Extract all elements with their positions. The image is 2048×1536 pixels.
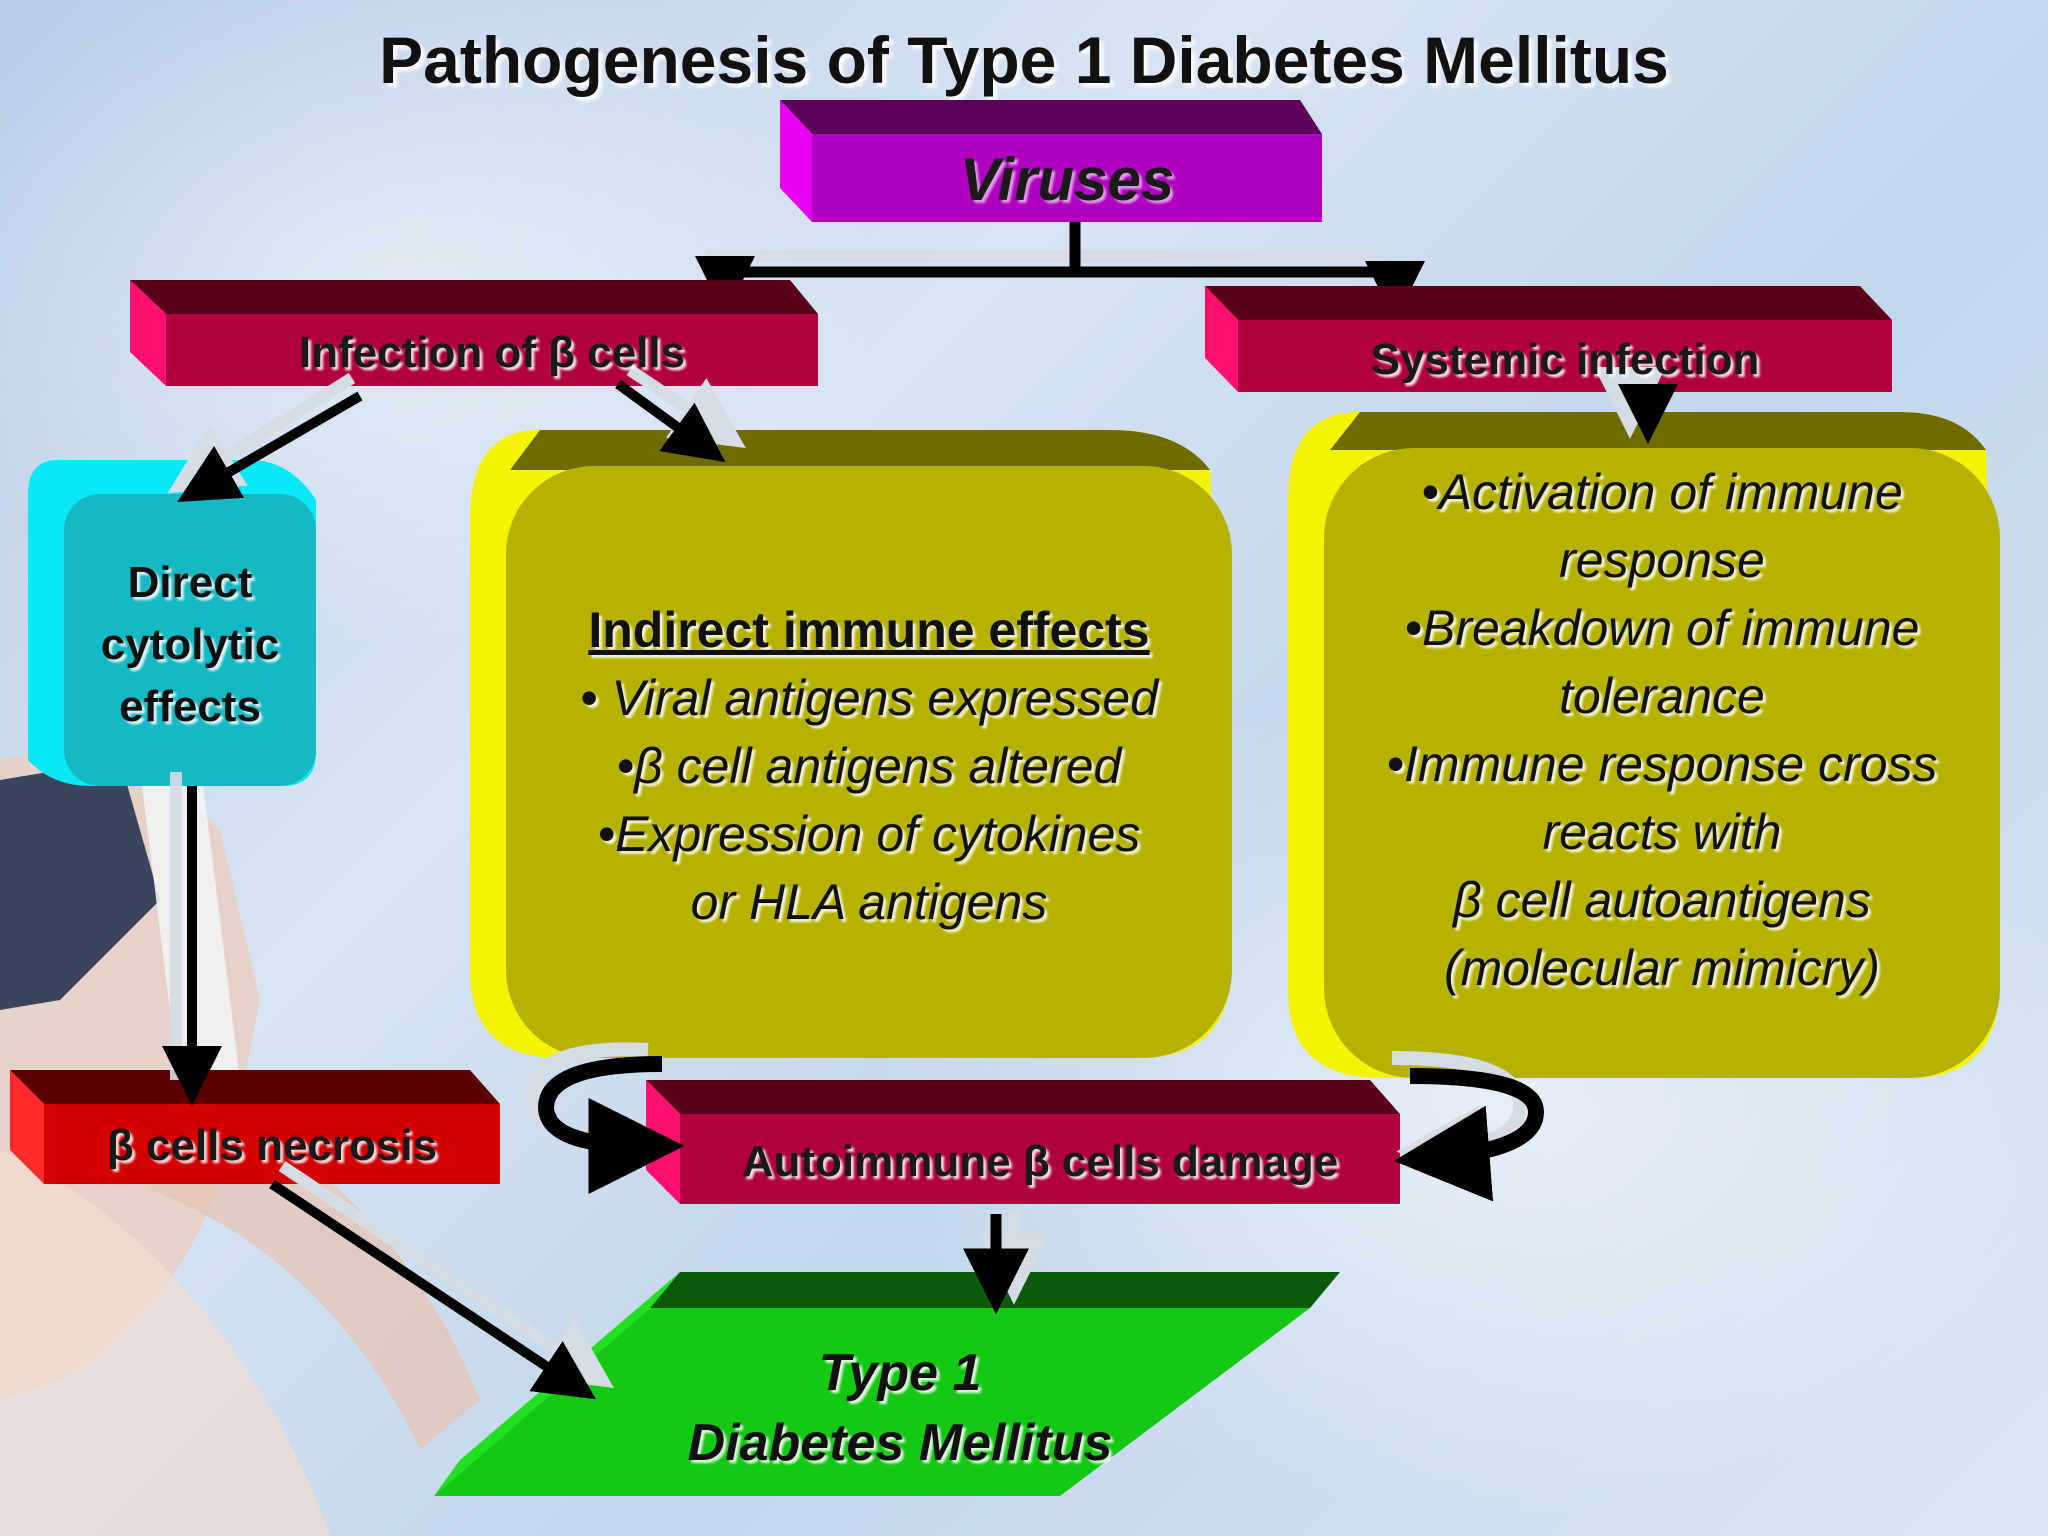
immune-line-1: •Activation of immune (1421, 464, 1903, 520)
arrow-systemic-to-immune (1594, 366, 1678, 444)
node-infection: Infection of β cells (298, 328, 686, 377)
indirect-box (470, 430, 1232, 1058)
node-systemic: Systemic infection (1370, 335, 1760, 384)
arrow-indirect-to-autoimmune (522, 1042, 685, 1194)
immune-line-5: •Immune response cross (1386, 736, 1938, 792)
page-title: Pathogenesis of Type 1 Diabetes Mellitus (379, 23, 1669, 97)
node-viruses: Viruses (959, 146, 1175, 213)
immune-line-6: reacts with (1542, 804, 1782, 860)
node-autoimmune: Autoimmune β cells damage (741, 1137, 1339, 1186)
result-line-1: Type 1 (818, 1344, 982, 1402)
arrow-direct-to-necrosis (162, 772, 222, 1106)
systemic-box (1205, 286, 1892, 392)
viruses-connector (695, 222, 1425, 321)
direct-line-1: Direct (127, 558, 253, 607)
immune-line-8: (molecular mimicry) (1443, 940, 1881, 996)
node-direct: Direct cytolytic effects (64, 552, 316, 738)
autoimmune-box (646, 1080, 1400, 1204)
arrow-necrosis-to-result (269, 1161, 614, 1400)
immune-line-4: tolerance (1559, 668, 1765, 724)
node-necrosis: β cells necrosis (106, 1121, 438, 1170)
direct-line-3: effects (119, 682, 261, 731)
indirect-line-3: •Expression of cytokines (597, 806, 1141, 862)
arrow-infection-to-indirect (615, 365, 746, 463)
immune-line-7: β cell autoantigens (1453, 872, 1871, 928)
result-line-2: Diabetes Mellitus (687, 1414, 1113, 1472)
viruses-box (780, 100, 1322, 222)
immune-box (1288, 412, 2000, 1078)
node-indirect: Indirect immune effects • Viral antigens… (506, 596, 1232, 936)
indirect-line-4: or HLA antigens (690, 874, 1048, 930)
arrow-immune-to-autoimmune (1391, 1051, 1545, 1202)
arrow-autoimmune-to-result (963, 1210, 1050, 1315)
node-result: Type 1 Diabetes Mellitus (560, 1338, 1240, 1478)
immune-line-2: response (1559, 532, 1765, 588)
direct-box (28, 460, 316, 786)
infection-box (130, 280, 818, 386)
indirect-heading: Indirect immune effects (588, 602, 1150, 658)
arrow-infection-to-direct (167, 372, 363, 503)
indirect-line-2: •β cell antigens altered (616, 738, 1122, 794)
node-immune: •Activation of immune response •Breakdow… (1324, 458, 2000, 1002)
indirect-line-1: • Viral antigens expressed (579, 670, 1159, 726)
necrosis-box (10, 1070, 500, 1184)
direct-line-2: cytolytic (100, 620, 280, 669)
immune-line-3: •Breakdown of immune (1404, 600, 1920, 656)
